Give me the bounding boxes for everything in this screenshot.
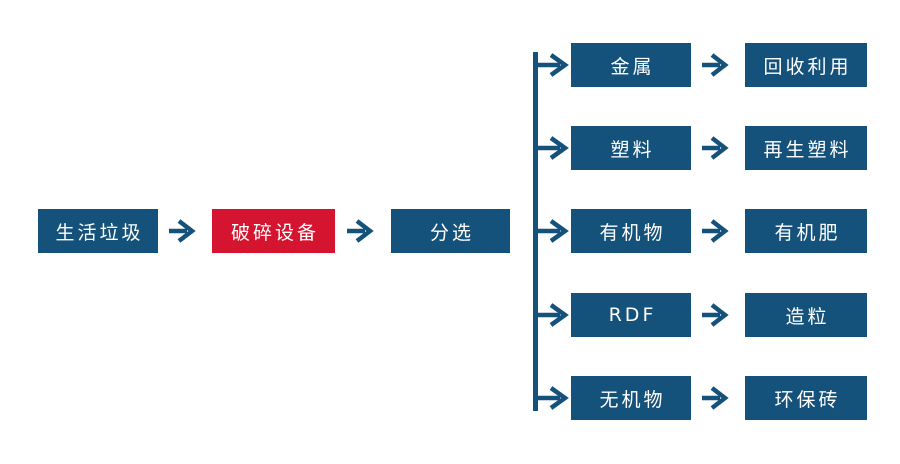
node-metal: 金属 [571, 43, 691, 87]
arrow-right-icon [702, 386, 729, 410]
arrow-right-icon [702, 303, 729, 327]
arrow-right-icon [702, 53, 729, 77]
branch-arrow-right-icon [535, 386, 569, 410]
arrow-right-icon [169, 219, 196, 243]
node-sorting: 分选 [391, 209, 510, 253]
node-plastic: 塑料 [571, 126, 691, 170]
node-inorganic-matter: 无机物 [571, 376, 691, 420]
arrow-right-icon [702, 136, 729, 160]
node-rdf: RDF [571, 293, 691, 337]
node-organic-fertilizer: 有机肥 [745, 209, 867, 253]
node-crushing-equipment: 破碎设备 [212, 209, 335, 253]
node-granulation: 造粒 [745, 293, 867, 337]
arrow-right-icon [702, 219, 729, 243]
node-household-waste: 生活垃圾 [38, 209, 158, 253]
node-recycled-plastic: 再生塑料 [745, 126, 867, 170]
node-organic-matter: 有机物 [571, 209, 691, 253]
arrow-right-icon [347, 219, 374, 243]
branch-arrow-right-icon [535, 136, 569, 160]
branch-arrow-right-icon [535, 53, 569, 77]
branch-arrow-right-icon [535, 219, 569, 243]
node-eco-brick: 环保砖 [745, 376, 867, 420]
node-recycling: 回收利用 [745, 43, 867, 87]
branch-arrow-right-icon [535, 303, 569, 327]
